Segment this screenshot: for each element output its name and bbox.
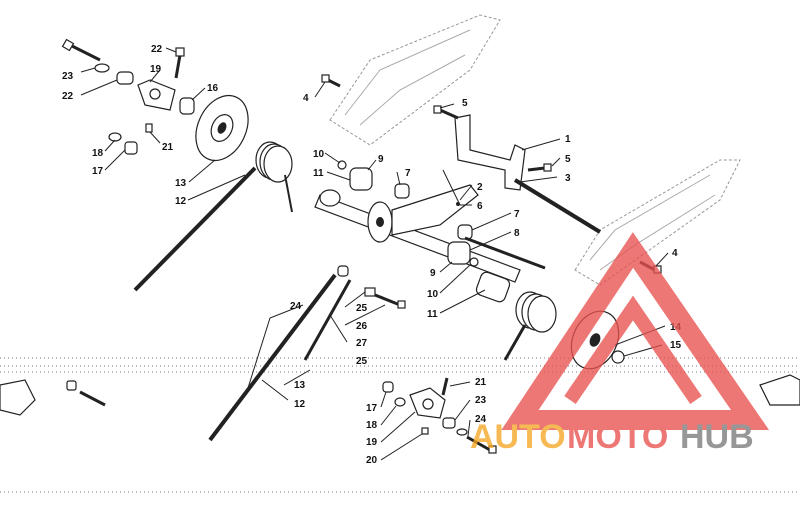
callout-11-lower: 11 <box>427 309 438 320</box>
logo-word-moto: MOTO <box>567 418 668 456</box>
logo-triangle-inner <box>564 295 702 404</box>
callout-19-lower: 19 <box>366 437 378 448</box>
torsion-spring-right <box>503 291 557 361</box>
arm-27 <box>303 279 352 361</box>
callout-13-top: 13 <box>175 178 187 189</box>
spacer-25 <box>364 287 376 297</box>
bolt-4-upper <box>321 74 341 88</box>
callout-9-upper: 9 <box>378 154 384 165</box>
torsion-spring-left <box>133 141 293 292</box>
callout-21-lower: 21 <box>475 377 487 388</box>
callout-25-lower: 25 <box>356 356 368 367</box>
automotohub-logo: AUTO MOTO HUB <box>470 232 770 456</box>
callout-10-upper: 10 <box>313 149 325 160</box>
bushing-22-top <box>116 71 134 85</box>
callout-19-top: 19 <box>150 64 162 75</box>
washer-lower <box>456 428 468 436</box>
spacer-15 <box>611 350 625 364</box>
sleeve-11-lower <box>475 271 511 303</box>
callout-15: 15 <box>670 340 682 351</box>
cap-17-top <box>124 141 138 155</box>
callout-26: 26 <box>356 321 368 332</box>
callout-16: 16 <box>207 83 219 94</box>
callout-17-top: 17 <box>92 166 104 177</box>
washer-18-lower <box>394 397 406 407</box>
washer-18-top <box>108 132 122 142</box>
callout-4-top: 4 <box>303 93 309 104</box>
logo-word-hub: HUB <box>680 418 754 456</box>
callout-25-upper: 25 <box>356 303 368 314</box>
bolt-21-head-top <box>175 47 185 57</box>
callout-1: 1 <box>565 134 571 145</box>
frame-rail-upper <box>329 14 501 146</box>
pin-8 <box>464 236 546 270</box>
idler-wheel-13-top <box>195 94 249 162</box>
block-19-lower <box>409 387 446 419</box>
callout-18-top: 18 <box>92 148 104 159</box>
callout-9-lower: 9 <box>430 268 436 279</box>
bolt-21-top <box>174 54 182 79</box>
callout-27: 27 <box>356 338 368 349</box>
leader-lines <box>80 47 669 461</box>
bushing-7-lower <box>457 224 473 240</box>
callout-22-top: 22 <box>62 91 74 102</box>
callout-23-top: 23 <box>62 71 74 82</box>
bolt-5-lower <box>527 163 552 172</box>
setscrew-20-lower <box>421 427 429 435</box>
ring-10-lower <box>469 257 479 267</box>
bushing-9-lower <box>447 241 471 265</box>
block-19-top <box>137 79 176 111</box>
callout-24: 24 <box>290 301 302 312</box>
bolt-26 <box>374 293 406 309</box>
callout-5-lower: 5 <box>565 154 571 165</box>
edge-bolt-left <box>66 380 106 407</box>
callout-2: 2 <box>477 182 483 193</box>
callout-11-upper: 11 <box>313 168 324 179</box>
shaft-3 <box>513 178 602 234</box>
callout-22-lower: 23 <box>475 395 487 406</box>
callout-5-top: 5 <box>462 98 468 109</box>
callout-20-top: 21 <box>162 142 174 153</box>
bolt-2 <box>442 169 461 206</box>
bushing-24 <box>337 265 349 277</box>
spacer-16 <box>179 97 195 115</box>
logo-word-auto: AUTO <box>470 418 566 456</box>
callout-18-lower: 18 <box>366 420 378 431</box>
cap-17-lower <box>382 381 394 393</box>
mount-bracket-1 <box>454 114 526 191</box>
edge-part-left <box>0 379 36 416</box>
callout-17-lower: 17 <box>366 403 378 414</box>
callout-3: 3 <box>565 173 571 184</box>
callout-13-lower: 13 <box>294 380 306 391</box>
bushing-7-upper <box>394 183 410 199</box>
bolt-23-lower <box>466 435 497 454</box>
callout-4-lower: 4 <box>672 248 678 259</box>
callout-12-lower: 12 <box>294 399 306 410</box>
washer-top <box>94 63 110 73</box>
bushing-22-lower <box>442 417 456 429</box>
bolt-23-top <box>61 38 101 62</box>
callout-7-upper: 7 <box>405 168 411 179</box>
callout-10-lower: 10 <box>427 289 439 300</box>
bushing-9-upper <box>349 167 373 191</box>
callout-21-top: 22 <box>151 44 163 55</box>
bolt-21-lower <box>441 377 449 396</box>
callout-8: 8 <box>514 228 520 239</box>
logo-triangle-outer <box>501 232 770 430</box>
callout-12-top: 12 <box>175 196 187 207</box>
edge-part-right <box>759 374 800 406</box>
scan-noise-band <box>0 357 800 493</box>
bolt-5-upper <box>433 105 459 120</box>
arm-12-lower <box>208 273 337 442</box>
callout-23-lower: 24 <box>475 414 487 425</box>
callout-7-lower: 7 <box>514 209 520 220</box>
callout-20-lower: 20 <box>366 455 378 466</box>
setscrew-20-top <box>145 123 153 133</box>
callout-6: 6 <box>477 201 483 212</box>
